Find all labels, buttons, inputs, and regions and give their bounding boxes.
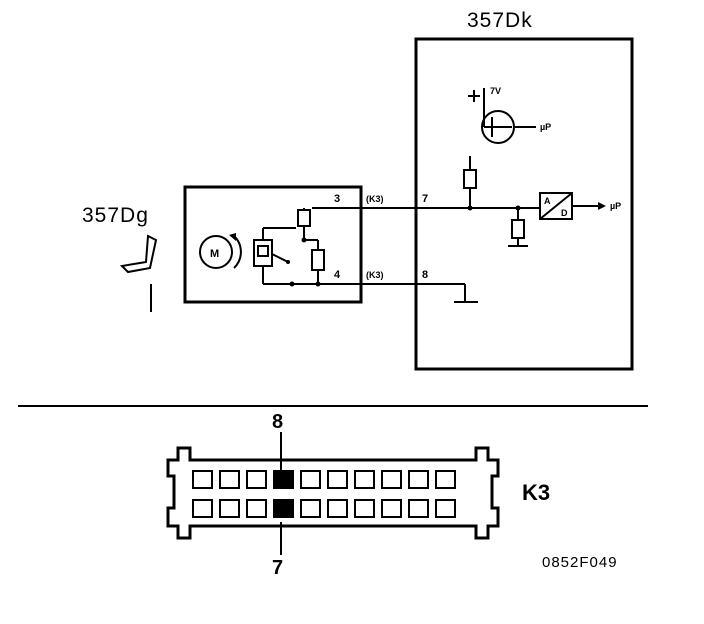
connector-pin-cell	[327, 470, 348, 489]
pullup-resistor	[463, 169, 477, 189]
connector-pin-highlighted	[273, 499, 294, 518]
ground-return	[292, 283, 478, 303]
connector-pin-8-label: 8	[272, 411, 283, 433]
connector-pin-cell	[300, 470, 321, 489]
connector-pin-cell	[219, 470, 240, 489]
sensor-label: 357Dg	[82, 204, 149, 227]
ecu-pin-7: 7	[422, 193, 428, 205]
connector-pin-cell	[327, 499, 348, 518]
connector-pin-cell	[300, 499, 321, 518]
signal-conditioning	[312, 156, 540, 247]
hall-sensor-icon	[253, 227, 296, 287]
connector-pin-cell	[192, 470, 213, 489]
ecu-pin-8: 8	[422, 269, 428, 281]
figure-code: 0852F049	[542, 554, 618, 571]
connector-pin-highlighted	[273, 470, 294, 489]
supply-circuit: 7V µP	[468, 86, 551, 144]
seat-icon	[119, 234, 158, 312]
connector-pin-cell	[381, 470, 402, 489]
ecu-label: 357Dk	[467, 9, 533, 32]
pulldown-resistor	[511, 219, 525, 239]
arrow-right-icon	[598, 202, 606, 210]
sensor-box	[183, 185, 363, 304]
sensor-pin-4: 4	[334, 269, 341, 281]
ecu-box	[414, 37, 634, 371]
connector-pin-cell	[246, 470, 267, 489]
connector-pin-cell	[192, 499, 213, 518]
connector-label-top: (K3)	[366, 194, 384, 204]
connector-pin-cell	[408, 470, 429, 489]
connector-housing	[166, 446, 500, 540]
up-label-upper: µP	[540, 122, 551, 132]
connector-pin-cell	[219, 499, 240, 518]
connector-pin-cell	[354, 470, 375, 489]
connector-pin-cell	[354, 499, 375, 518]
motor-icon: M	[199, 233, 242, 269]
adc-d-label: D	[561, 208, 568, 218]
sensor-pin-3: 3	[334, 193, 340, 205]
motor-label: M	[210, 248, 219, 260]
up-label-lower: µP	[610, 201, 621, 211]
connector-pin-cell	[435, 470, 456, 489]
connector-pin-cell	[408, 499, 429, 518]
connector-pin-cell	[435, 499, 456, 518]
connector-pin-7-label: 7	[272, 557, 283, 579]
connector-name: K3	[522, 480, 550, 505]
adc-a-label: A	[544, 196, 551, 206]
connector-pin-cell	[246, 499, 267, 518]
connector-pin-cell	[381, 499, 402, 518]
connector-pin-grid	[192, 470, 456, 518]
sensor-resistors	[297, 208, 325, 287]
adc-block: A D µP	[539, 192, 621, 220]
connector-label-bottom: (K3)	[366, 270, 384, 280]
supply-voltage-label: 7V	[490, 86, 501, 96]
